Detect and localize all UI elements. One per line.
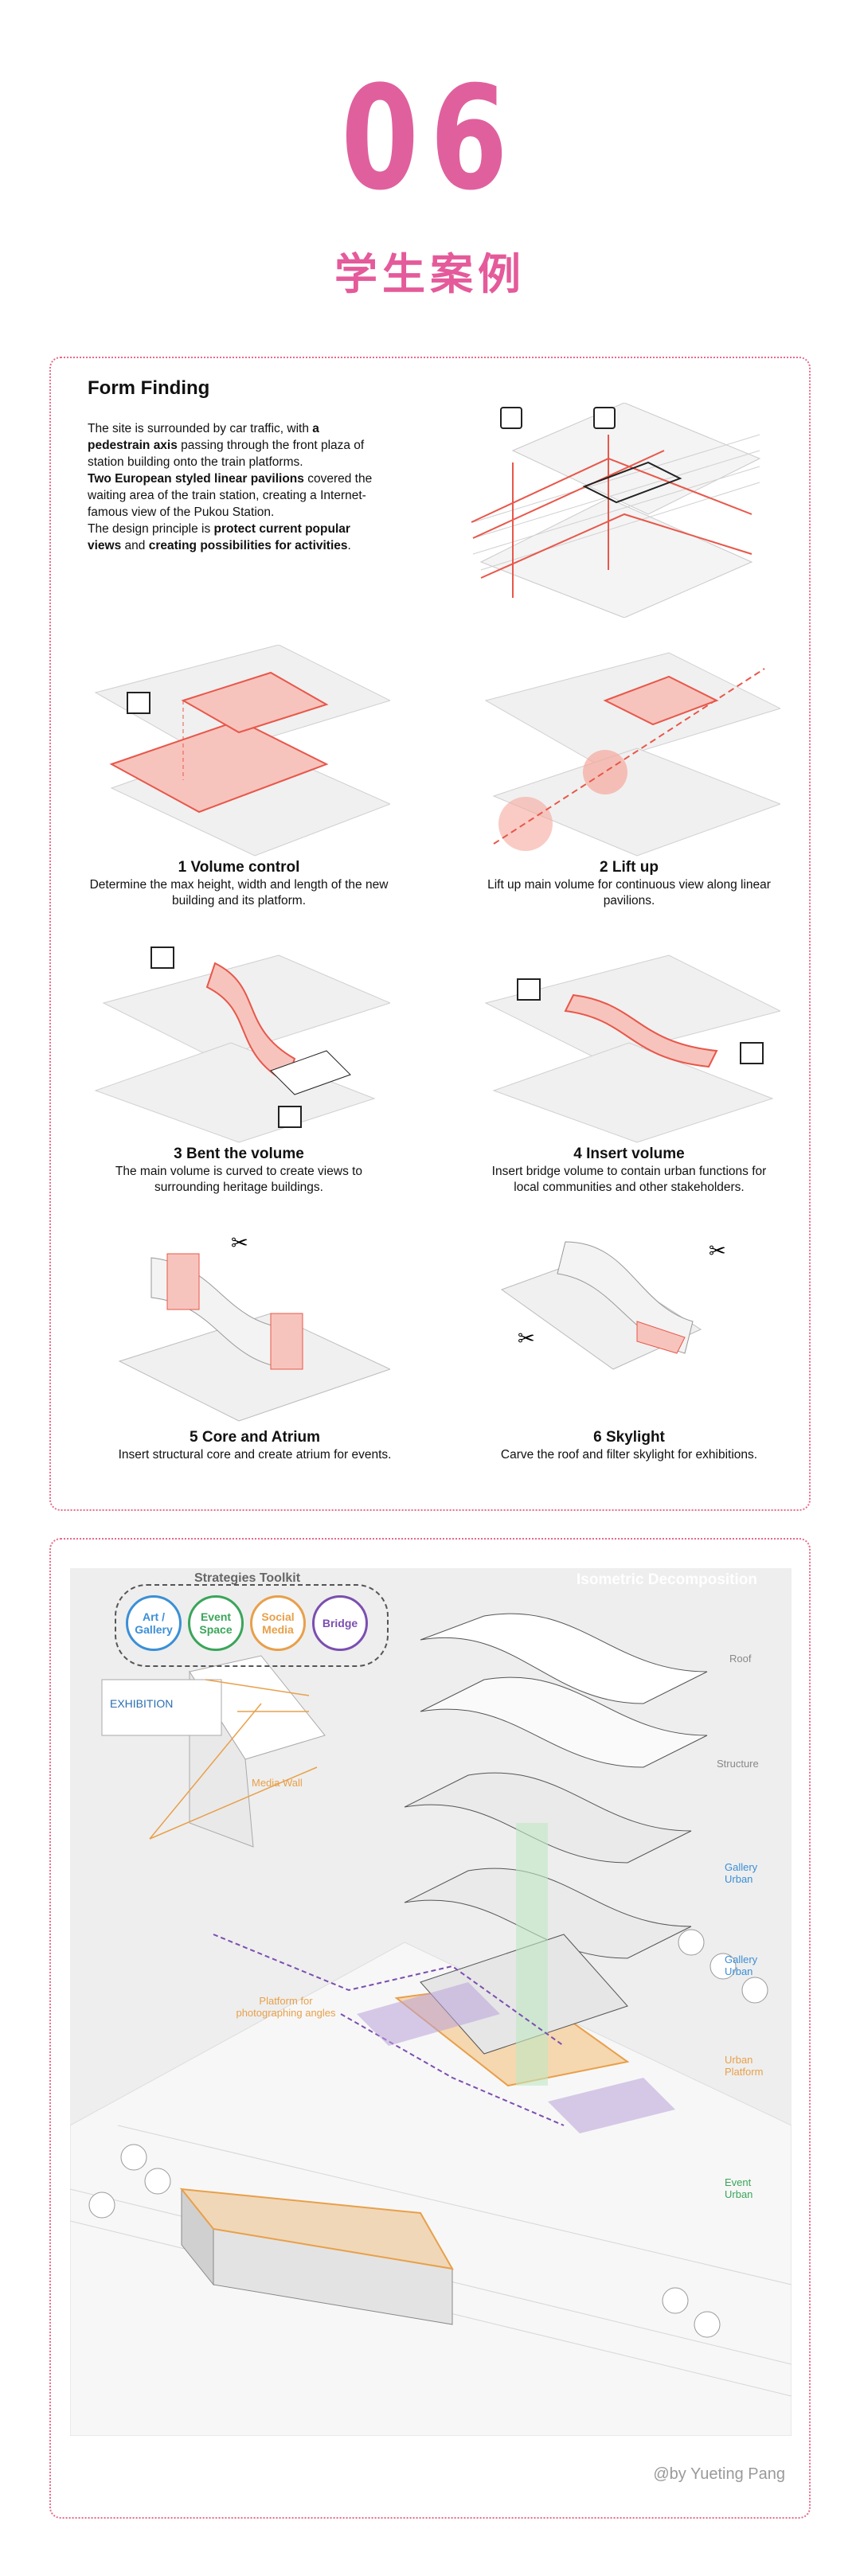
isometric-panel: EXHIBITION Isometric Decomposition Strat… <box>49 1538 811 2519</box>
heritage-icon <box>151 947 174 968</box>
signature: @by Yueting Pang <box>653 2465 785 2484</box>
intro-text: The design principle is <box>88 522 214 536</box>
step-desc: Lift up main volume for continuous view … <box>487 878 771 907</box>
heritage-icon <box>279 1107 301 1127</box>
toolkit-label: Social Media <box>252 1610 303 1636</box>
intro-text: and <box>121 539 148 552</box>
step-title: 2 Lift up <box>478 860 780 876</box>
isometric-drawing: EXHIBITION <box>70 1568 792 2436</box>
form-finding-title: Form Finding <box>88 377 209 400</box>
page-subtitle: 学生案例 <box>0 239 860 302</box>
step-title: 1 Volume control <box>88 860 390 876</box>
step-desc: Carve the roof and filter skylight for e… <box>501 1448 757 1462</box>
site-plan-diagram <box>465 403 768 618</box>
step4-diagram <box>478 931 780 1146</box>
toolkit-label: Art / Gallery <box>128 1610 179 1636</box>
layer-label-platform: Urban Platform <box>725 2054 772 2078</box>
platform-label: Platform for photographing angles <box>226 1995 346 2019</box>
toolkit-event: Event Space <box>188 1595 244 1651</box>
page-number: 06 <box>95 68 765 211</box>
step2-caption: 2 Lift up Lift up main volume for continu… <box>478 860 780 909</box>
step-desc: Insert structural core and create atrium… <box>119 1448 392 1462</box>
step-desc: Insert bridge volume to contain urban fu… <box>492 1165 767 1194</box>
step-desc: The main volume is curved to create view… <box>115 1165 362 1194</box>
pedestrian-icon <box>501 408 522 428</box>
layer-label-roof: Roof <box>729 1653 751 1665</box>
toolkit-bridge: Bridge <box>312 1595 368 1651</box>
toolkit-social: Social Media <box>250 1595 306 1651</box>
exhibition-label: EXHIBITION <box>110 1697 173 1710</box>
step-title: 5 Core and Atrium <box>88 1430 422 1446</box>
intro-text: . <box>348 539 351 552</box>
step1-diagram <box>88 645 390 860</box>
people-icon <box>518 979 540 1000</box>
step5-diagram: ✂ <box>88 1210 390 1425</box>
heritage-icon <box>127 693 150 713</box>
layer-label-gallery1: Gallery Urban <box>725 1861 772 1885</box>
toolkit-label: Bridge <box>322 1617 358 1630</box>
step-title: 6 Skylight <box>462 1430 796 1446</box>
intro-bold: Two European styled linear pavilions <box>88 472 304 486</box>
scissors-icon: ✂ <box>709 1239 726 1263</box>
step6-diagram: ✂ ✂ <box>478 1210 780 1425</box>
intro-text: The site is surrounded by car traffic, w… <box>88 422 312 435</box>
isometric-title: Isometric Decomposition <box>577 1571 757 1589</box>
isometric-svg: EXHIBITION <box>70 1568 792 2436</box>
car-icon <box>594 408 615 428</box>
toolkit-label: Event Space <box>190 1610 241 1636</box>
step3-diagram <box>88 931 390 1146</box>
form-finding-panel: Form Finding The site is surrounded by c… <box>49 357 811 1511</box>
step2-diagram <box>478 645 780 860</box>
layer-label-event: Event Urban <box>725 2176 772 2200</box>
step-desc: Determine the max height, width and leng… <box>90 878 389 907</box>
step-title: 3 Bent the volume <box>88 1146 390 1162</box>
scissors-icon: ✂ <box>231 1231 248 1255</box>
form-finding-intro: The site is surrounded by car traffic, w… <box>88 420 374 554</box>
people-icon <box>741 1043 763 1064</box>
step-title: 4 Insert volume <box>478 1146 780 1162</box>
layer-label-gallery2: Gallery Urban <box>725 1953 772 1977</box>
intro-bold: creating possibilities for activities <box>149 539 348 552</box>
toolkit-art: Art / Gallery <box>126 1595 182 1651</box>
layer-label-structure: Structure <box>717 1758 759 1770</box>
scissors-icon: ✂ <box>518 1327 535 1351</box>
media-wall-label: Media Wall <box>252 1777 303 1789</box>
